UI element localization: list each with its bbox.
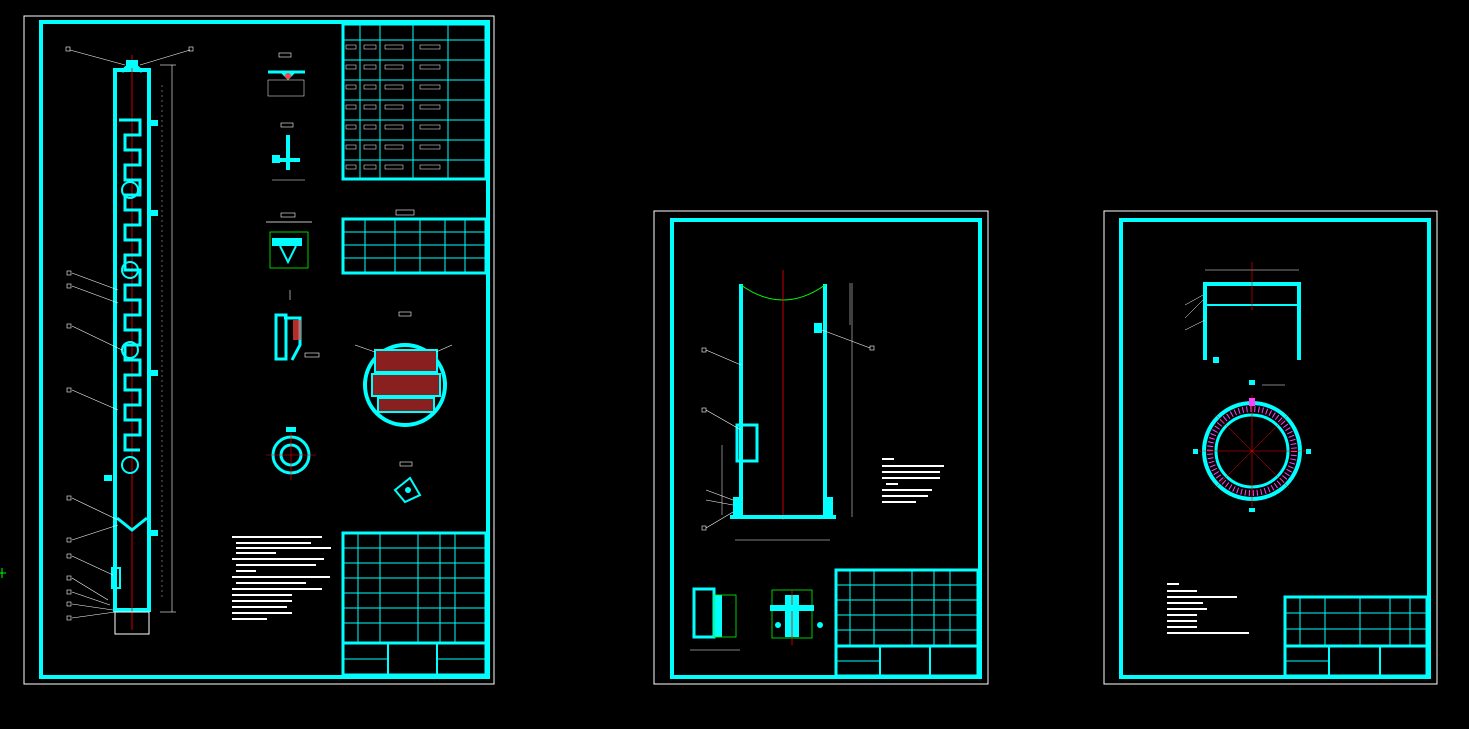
- bottom-head: [116, 516, 148, 532]
- skirt-base: [114, 611, 150, 635]
- tray-downcomers: [119, 118, 142, 452]
- sheet1-parts-list: [341, 531, 488, 645]
- column-elevation-view: [104, 55, 176, 635]
- detail-view-c: [266, 212, 312, 269]
- top-nozzle: [126, 60, 138, 68]
- sheet2-notes: [882, 458, 944, 503]
- sheet3-frame: [1119, 218, 1431, 679]
- detail-view-f: [393, 461, 422, 504]
- shell-elevation-view: [721, 270, 853, 541]
- manhole-4: [121, 456, 139, 474]
- column-assembly-sheet[interactable]: [23, 15, 495, 685]
- sheet2-title-block: [834, 644, 980, 678]
- sheet2-frame: [670, 218, 982, 679]
- support-elevation-view: [1184, 262, 1301, 363]
- sheet3-title-block: [1283, 644, 1429, 678]
- skirt-support-sheet[interactable]: [1103, 210, 1438, 685]
- sheet2-detail-b: [770, 589, 823, 645]
- manhole-1: [121, 181, 139, 199]
- tray-plan-view: [354, 311, 453, 427]
- sheet2-parts-list: [834, 568, 980, 648]
- ucs-crosshair-icon: [0, 568, 6, 578]
- detail-view-d: [274, 290, 320, 361]
- sheet2-detail-a: [690, 587, 740, 651]
- detail-view-b: [272, 122, 305, 181]
- detail-view-a: [267, 52, 305, 97]
- sheet1-design-data-table: [341, 209, 488, 275]
- sheet1-frame: [39, 20, 490, 679]
- sheet1-technical-notes: [232, 536, 331, 620]
- sheet1-outer-border: [23, 15, 495, 685]
- sheet1-nozzle-table-fill: [345, 44, 441, 170]
- sheet1-leader-lines: [65, 46, 194, 621]
- skirt-access-opening: [111, 567, 121, 589]
- sheet2-outer-border: [653, 210, 989, 685]
- support-ring-plan-view: [1193, 380, 1311, 512]
- sheet2-leader-lines: [701, 329, 875, 531]
- sheet3-notes: [1167, 583, 1249, 634]
- shell-detail-sheet[interactable]: [653, 210, 989, 685]
- manhole-2: [121, 261, 139, 279]
- sheet3-outer-border: [1103, 210, 1438, 685]
- detail-view-e: [266, 427, 316, 480]
- sheet1-nozzle-table: [341, 22, 488, 181]
- sheet1-title-block: [341, 641, 488, 677]
